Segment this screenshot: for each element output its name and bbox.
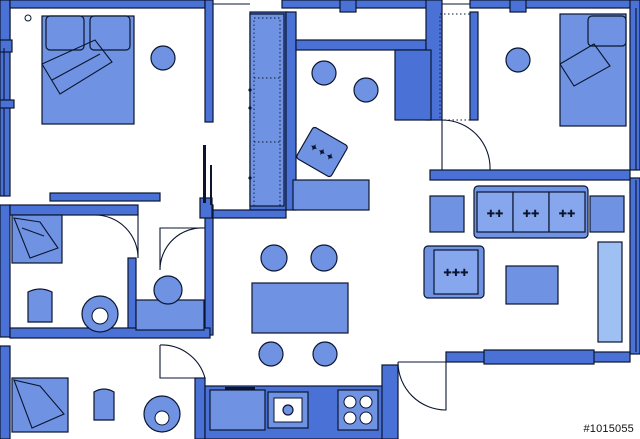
bathroom-one: [11, 214, 205, 333]
svg-text:✚✚✚: ✚✚✚: [443, 268, 468, 279]
wardrobe: [248, 13, 285, 207]
right-bedroom: [505, 13, 627, 127]
svg-text:✚✚: ✚✚: [487, 209, 504, 220]
svg-text:✚✚: ✚✚: [559, 209, 576, 220]
kitchen: [209, 389, 379, 431]
middle-room: ✦✦✦: [292, 13, 471, 211]
watermark: #1015055: [583, 423, 634, 435]
dining-area: [251, 244, 349, 367]
left-bedroom: [24, 14, 176, 125]
bathroom-two: [11, 377, 181, 433]
svg-text:✚✚: ✚✚: [523, 209, 540, 220]
living-room: ✚✚ ✚✚ ✚✚ ✚✚✚: [423, 185, 625, 343]
